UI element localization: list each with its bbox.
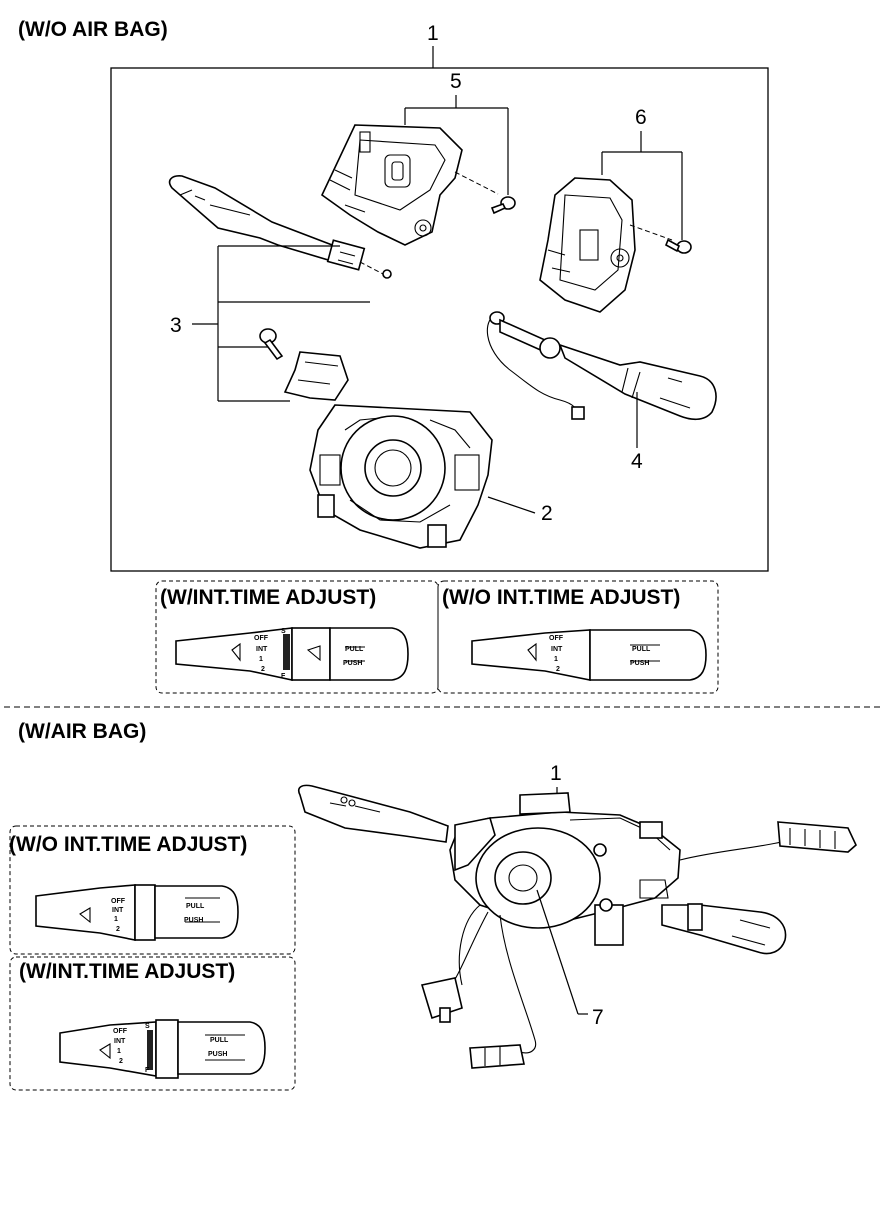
variant-title-bottom-second: (W/INT.TIME ADJUST) xyxy=(19,960,235,983)
airbag-light-switch-lever xyxy=(297,784,449,843)
label-off-bottom-second: OFF xyxy=(113,1028,128,1035)
label-pull-top-right: PULL xyxy=(632,646,651,653)
label-pull-bottom-first: PULL xyxy=(186,903,205,910)
light-switch-lever xyxy=(168,175,366,271)
wiper-lever-without-time-adjust-bottom xyxy=(35,884,239,941)
wiper-switch-lever xyxy=(486,311,717,421)
pin-3 xyxy=(382,269,392,279)
screw-6 xyxy=(664,238,692,254)
airbag-clock-spring-assembly xyxy=(449,792,681,946)
callout-3: 3 xyxy=(170,314,182,337)
label-2-bottom-second: 2 xyxy=(119,1058,123,1065)
label-off-top-right: OFF xyxy=(549,635,564,642)
label-push-top-left: PUSH xyxy=(343,660,362,667)
label-int-top-right: INT xyxy=(551,646,563,653)
pin-path-3 xyxy=(359,261,386,276)
label-1-bottom-second: 1 xyxy=(117,1048,121,1055)
label-f-top-left: F xyxy=(281,673,286,680)
leader-5 xyxy=(404,95,509,195)
callout-2: 2 xyxy=(541,502,553,525)
wiper-lever-without-time-adjust-top xyxy=(471,629,707,681)
callout-7: 7 xyxy=(592,1006,604,1029)
label-2-top-right: 2 xyxy=(556,666,560,673)
label-int-bottom-first: INT xyxy=(112,907,124,914)
label-push-top-right: PUSH xyxy=(630,660,649,667)
switch-bracket xyxy=(283,351,349,401)
label-s-top-left: S xyxy=(281,628,286,635)
section-title-with-airbag: (W/AIR BAG) xyxy=(18,720,146,743)
label-push-bottom-first: PUSH xyxy=(184,917,203,924)
harness-right xyxy=(679,821,857,861)
harness-lower xyxy=(420,904,537,1069)
leader-7 xyxy=(536,889,588,1015)
screw-3 xyxy=(259,328,284,361)
variant-title-top-left: (W/INT.TIME ADJUST) xyxy=(160,586,376,609)
callout-4: 4 xyxy=(631,450,643,473)
variant-box-top-right xyxy=(437,580,719,694)
callout-1-top: 1 xyxy=(427,22,439,45)
label-off-bottom-first: OFF xyxy=(111,898,126,905)
label-s-bottom-second: S xyxy=(145,1023,150,1030)
label-off-top-left: OFF xyxy=(254,635,269,642)
variant-title-bottom-first: (W/O INT.TIME ADJUST) xyxy=(9,833,247,856)
label-push-bottom-second: PUSH xyxy=(208,1051,227,1058)
callout-5: 5 xyxy=(450,70,462,93)
label-1-top-right: 1 xyxy=(554,656,558,663)
label-pull-top-left: PULL xyxy=(345,646,364,653)
screw-path-6 xyxy=(629,224,673,241)
label-2-bottom-first: 2 xyxy=(116,926,120,933)
multifunction-bracket-upper xyxy=(320,124,463,246)
leader-6 xyxy=(601,131,683,240)
variant-box-top-left xyxy=(155,580,439,694)
wiper-lever-with-time-adjust-top xyxy=(175,627,409,681)
variant-box-bottom-second xyxy=(9,956,296,1091)
label-1-bottom-first: 1 xyxy=(114,916,118,923)
section-title-without-airbag: (W/O AIR BAG) xyxy=(18,18,168,41)
screw-5 xyxy=(490,196,516,215)
callout-6: 6 xyxy=(635,106,647,129)
airbag-wiper-switch-lever xyxy=(661,903,787,955)
assembly-frame xyxy=(110,67,769,572)
variant-box-bottom-first xyxy=(9,825,296,955)
clock-spring-housing xyxy=(309,404,493,549)
label-2-top-left: 2 xyxy=(261,666,265,673)
leader-2 xyxy=(487,496,536,514)
label-f-bottom-second: F xyxy=(145,1067,150,1074)
wiper-connector xyxy=(571,406,585,420)
label-1-top-left: 1 xyxy=(259,656,263,663)
screw-path-5 xyxy=(454,171,499,195)
label-pull-bottom-second: PULL xyxy=(210,1037,229,1044)
callout-1-bottom: 1 xyxy=(550,762,562,785)
wiper-lever-with-time-adjust-bottom xyxy=(59,1019,266,1079)
label-int-top-left: INT xyxy=(256,646,268,653)
multifunction-bracket-right xyxy=(539,177,636,313)
variant-title-top-right: (W/O INT.TIME ADJUST) xyxy=(442,586,680,609)
label-int-bottom-second: INT xyxy=(114,1038,126,1045)
leader-3 xyxy=(192,245,370,402)
